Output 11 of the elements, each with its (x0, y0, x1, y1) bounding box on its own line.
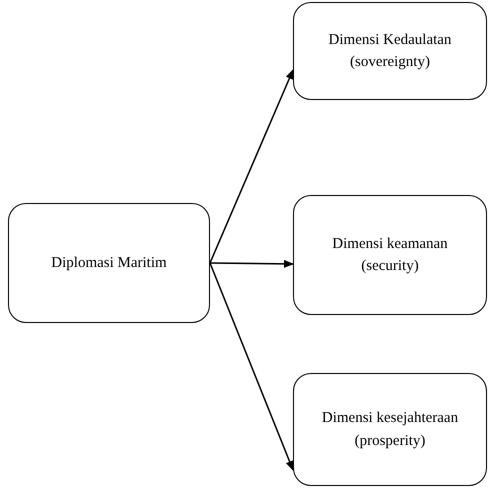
rounded-box (8, 203, 210, 323)
box-label: Diplomasi Maritim (51, 254, 167, 273)
box-label: Dimensi kesejahteraan (prosperity) (320, 409, 460, 450)
rounded-box (293, 373, 487, 486)
rounded-box (293, 2, 487, 100)
rounded-box (293, 195, 487, 315)
box-label: Dimensi keamanan (security) (331, 234, 449, 276)
arrow (209, 69, 294, 264)
box-label: Dimensi Kedaulatan (sovereignty) (328, 30, 452, 72)
arrow (210, 260, 294, 268)
arrow (209, 262, 294, 471)
